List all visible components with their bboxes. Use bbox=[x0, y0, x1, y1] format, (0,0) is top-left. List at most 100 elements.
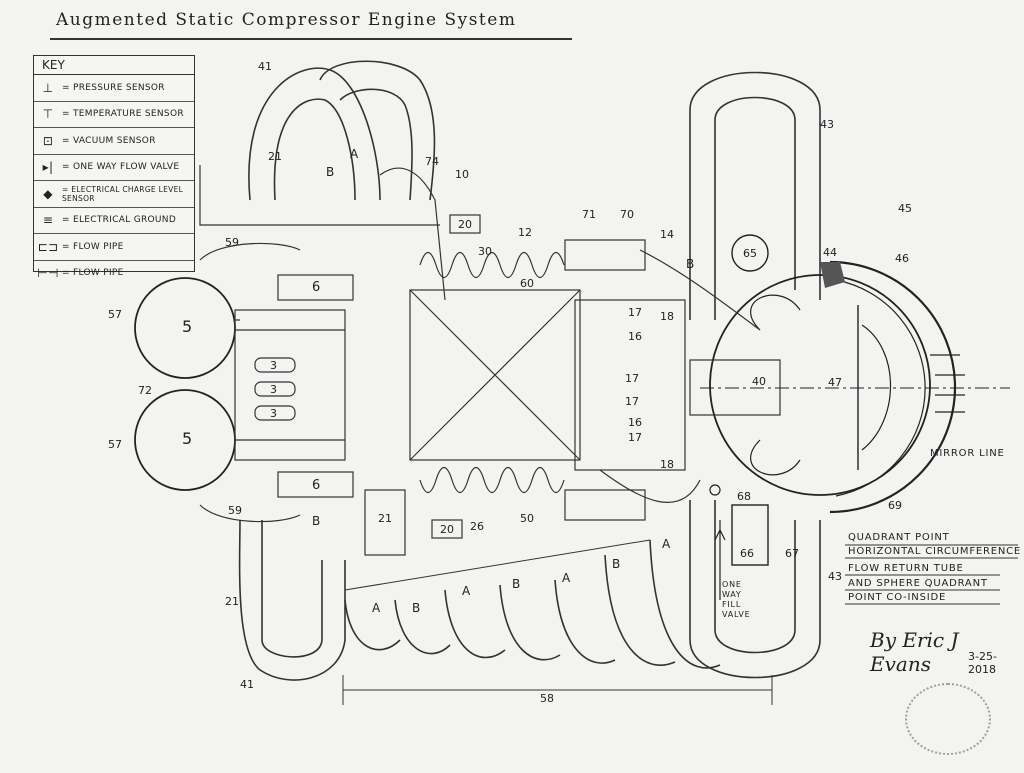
label-58: 58 bbox=[540, 692, 554, 705]
flow-note-2: AND SPHERE QUADRANT bbox=[848, 578, 988, 589]
loop-pipe-right-outer bbox=[689, 71, 821, 320]
label-21: 21 bbox=[378, 512, 392, 525]
cylinder-3a bbox=[254, 357, 296, 373]
key-heading: KEY bbox=[34, 56, 194, 75]
pressure-sensor-icon: ⊥ bbox=[42, 80, 54, 95]
loop-pipe-bottom-left bbox=[238, 519, 346, 681]
label-57: 57 bbox=[108, 308, 122, 321]
flow-pipe-icon: ⊏⊐ bbox=[37, 239, 59, 254]
label-3: 3 bbox=[270, 407, 277, 420]
label-18: 18 bbox=[660, 458, 674, 471]
key-label: = TEMPERATURE SENSOR bbox=[62, 109, 184, 120]
tank-66 bbox=[731, 504, 769, 566]
pipe-10 bbox=[379, 167, 446, 301]
label-3: 3 bbox=[270, 383, 277, 396]
loop-pipe-bottom-left-inner bbox=[261, 520, 323, 658]
left-rail-block bbox=[234, 309, 346, 461]
label-69: 69 bbox=[888, 499, 902, 512]
loop-pipe-left-2 bbox=[319, 60, 436, 201]
label-a: A bbox=[662, 537, 671, 551]
loop-pipe-bottom-right-inner bbox=[714, 500, 796, 654]
label-16: 16 bbox=[628, 416, 642, 429]
flow-note-3: POINT CO-INSIDE bbox=[848, 592, 947, 603]
fill-valve-arrow bbox=[714, 528, 726, 541]
flow-note-1: FLOW RETURN TUBE bbox=[848, 563, 964, 574]
label-43: 43 bbox=[828, 570, 842, 583]
bottom-tube-4 bbox=[499, 584, 561, 661]
box-20-lower bbox=[431, 519, 463, 539]
pipe-to-sphere-upper bbox=[199, 242, 301, 321]
right-sensors bbox=[930, 354, 965, 413]
key-row-ground: ≡= ELECTRICAL GROUND bbox=[34, 208, 194, 234]
label-a: A bbox=[462, 584, 471, 598]
label-b: B bbox=[312, 514, 320, 528]
key-row-valve: ▸| = ONE WAY FLOW VALVE bbox=[34, 155, 194, 181]
flow-return-tube-outer bbox=[829, 260, 957, 514]
key-label: = ONE WAY FLOW VALVE bbox=[62, 162, 180, 173]
unit-21-lower bbox=[364, 489, 406, 556]
bottom-tube-7 bbox=[649, 539, 721, 669]
label-44: 44 bbox=[823, 246, 837, 259]
label-12: 12 bbox=[518, 226, 532, 239]
label-b: B bbox=[686, 257, 694, 271]
swirl-lower bbox=[750, 439, 801, 476]
label-17: 17 bbox=[628, 431, 642, 444]
label-14: 14 bbox=[660, 228, 674, 241]
label-40: 40 bbox=[752, 375, 766, 388]
quadrant-block bbox=[820, 262, 845, 288]
drawing-title: Augmented Static Compressor Engine Syste… bbox=[56, 10, 517, 30]
label-6: 6 bbox=[312, 280, 320, 295]
label-b: B bbox=[412, 601, 420, 615]
label-60: 60 bbox=[520, 277, 534, 290]
key-row-vacuum: ⊡= VACUUM SENSOR bbox=[34, 128, 194, 155]
loop-pipe-left-2-inner bbox=[339, 88, 413, 201]
right-manifold bbox=[574, 299, 686, 471]
key-label: = PRESSURE SENSOR bbox=[62, 82, 165, 93]
label-50: 50 bbox=[520, 512, 534, 525]
fill-valve-note-2: WAY bbox=[722, 590, 742, 599]
fill-valve-lines bbox=[709, 484, 726, 600]
key-label: = ELECTRICAL CHARGE LEVEL SENSOR bbox=[62, 184, 184, 203]
bottom-tube-2 bbox=[394, 599, 451, 655]
temperature-sensor-icon: ⊤ bbox=[42, 107, 54, 122]
quadrant-note-1: QUADRANT POINT bbox=[848, 532, 950, 543]
label-5: 5 bbox=[182, 429, 192, 448]
label-47: 47 bbox=[828, 376, 842, 389]
label-16: 16 bbox=[628, 330, 642, 343]
one-way-valve-icon: ▸| bbox=[42, 160, 54, 175]
label-68: 68 bbox=[737, 490, 751, 503]
label-72: 72 bbox=[138, 384, 152, 397]
label-a: A bbox=[350, 147, 359, 161]
label-b: B bbox=[326, 165, 334, 179]
unit-6-upper bbox=[277, 274, 354, 301]
label-26: 26 bbox=[470, 520, 484, 533]
sensor-lines bbox=[930, 354, 965, 413]
key-label: = FLOW PIPE bbox=[62, 268, 124, 279]
bottom-tube-3 bbox=[444, 589, 506, 659]
label-71: 71 bbox=[582, 208, 596, 221]
signature: By Eric J Evans bbox=[870, 628, 959, 676]
return-pipe-upper bbox=[639, 249, 761, 331]
label-5: 5 bbox=[182, 317, 192, 336]
label-a: A bbox=[562, 571, 571, 585]
label-30: 30 bbox=[478, 245, 492, 258]
coil-upper bbox=[419, 251, 565, 279]
title-underline bbox=[50, 38, 572, 40]
ground-icon: ≡ bbox=[42, 213, 54, 228]
label-6: 6 bbox=[312, 478, 320, 493]
central-assembly bbox=[199, 165, 781, 556]
label-b: B bbox=[612, 557, 620, 571]
label-a: A bbox=[372, 601, 381, 615]
key-label: = FLOW PIPE bbox=[62, 241, 124, 252]
fill-valve-note-3: FILL bbox=[722, 600, 742, 609]
label-17: 17 bbox=[625, 372, 639, 385]
pipe-to-sphere-lower bbox=[199, 504, 301, 523]
key-row-pressure: ⊥ = PRESSURE SENSOR bbox=[34, 75, 194, 102]
key-row-flow-pipe-2: ⊢⊣= FLOW PIPE bbox=[34, 261, 194, 287]
vacuum-sensor-icon: ⊡ bbox=[42, 133, 54, 148]
bottom-tube-6 bbox=[604, 554, 676, 666]
label-74: 74 bbox=[425, 155, 439, 168]
label-70: 70 bbox=[620, 208, 634, 221]
label-17: 17 bbox=[628, 306, 642, 319]
